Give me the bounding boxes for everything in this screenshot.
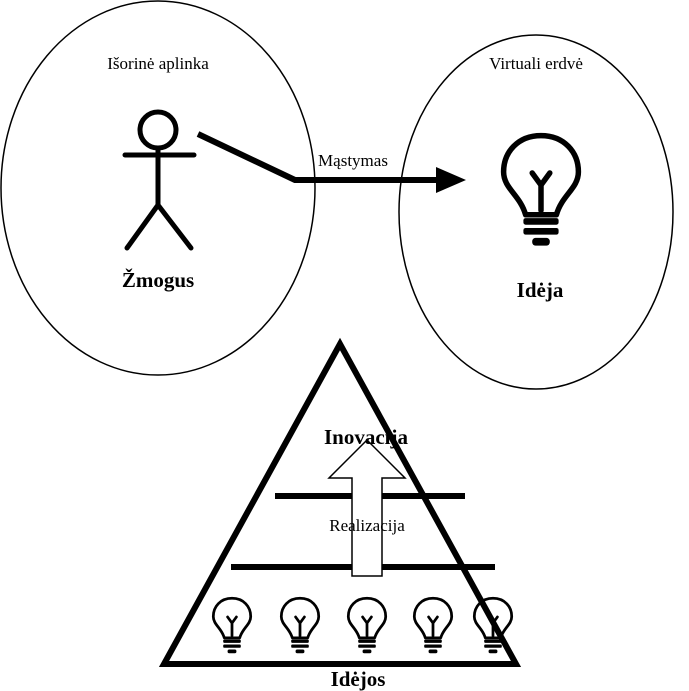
human-label: Žmogus xyxy=(122,268,194,292)
thinking-connector: Mąstymas xyxy=(196,131,466,193)
thinking-line xyxy=(196,131,440,183)
virtual-space-group: Virtuali erdvė Idėja xyxy=(398,34,674,390)
innovation-label: Inovacija xyxy=(324,425,409,449)
arrow-up-icon xyxy=(327,438,407,577)
virtual-space-caption: Virtuali erdvė xyxy=(489,54,583,73)
lightbulb-icon xyxy=(211,596,253,655)
ideas-label: Idėjos xyxy=(331,667,386,691)
lightbulb-icon xyxy=(504,136,579,246)
outer-environment-group: Išorinė aplinka Žmogus xyxy=(0,0,316,376)
lightbulb-icon xyxy=(279,596,321,655)
stick-figure-icon xyxy=(122,109,197,251)
innovation-pyramid: Inovacija Realizacija Idėjos xyxy=(158,337,522,691)
idea-label: Idėja xyxy=(517,278,564,302)
virtual-space-circle xyxy=(398,34,674,390)
idea-bulbs-row xyxy=(211,596,514,655)
outer-environment-caption: Išorinė aplinka xyxy=(107,54,209,73)
pyramid-outline xyxy=(158,337,522,667)
lightbulb-icon xyxy=(346,596,388,655)
arrow-right-icon xyxy=(436,167,466,193)
thinking-label: Mąstymas xyxy=(318,151,388,170)
realization-label: Realizacija xyxy=(329,516,405,535)
lightbulb-icon xyxy=(412,596,454,655)
outer-environment-circle xyxy=(0,0,316,376)
